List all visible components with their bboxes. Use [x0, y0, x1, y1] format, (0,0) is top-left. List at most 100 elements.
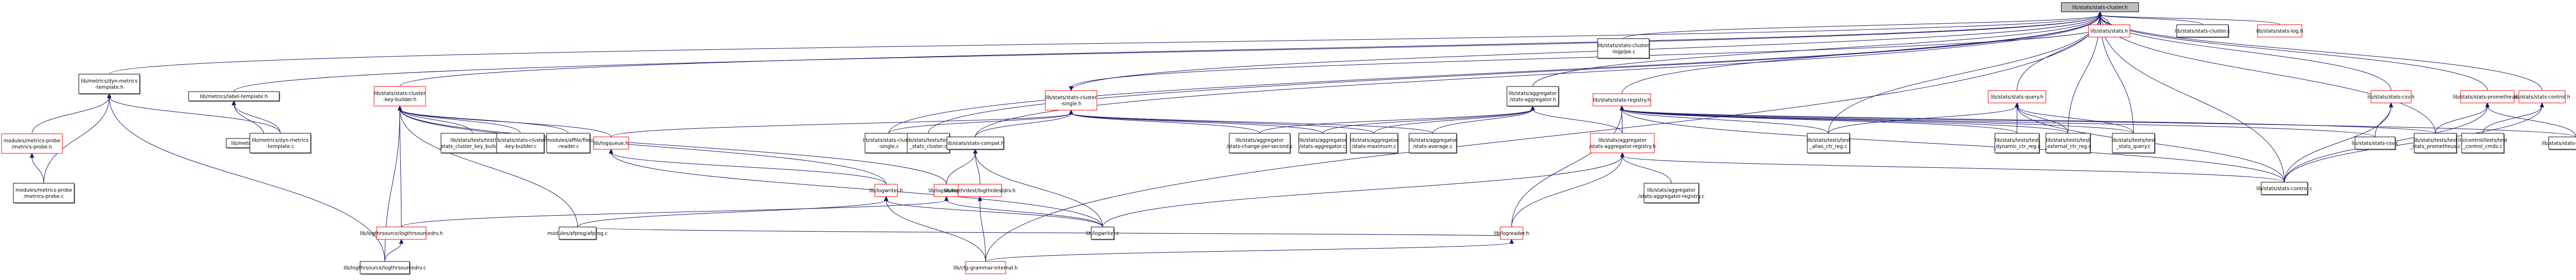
- graph-node-stats-compat-h[interactable]: lib/stats/stats-compat.h: [946, 136, 1005, 150]
- graph-node-stats-csv-h[interactable]: lib/stats/stats-csv.h: [2367, 90, 2415, 103]
- arrowhead-icon: [397, 105, 402, 111]
- graph-node-change-per-second-c[interactable]: lib/stats/aggregator/stats-change-per-se…: [1227, 133, 1293, 154]
- graph-node-test-prom-c[interactable]: lib/stats/tests/test_stats_prometheus.c: [2410, 133, 2461, 154]
- graph-node-logwriter-h[interactable]: lib/logwriter.h: [870, 184, 903, 197]
- node-box: [558, 226, 597, 240]
- arrowhead-icon: [29, 152, 35, 158]
- dependency-edge: [399, 109, 521, 134]
- graph-node-logthrsourcedrv-c[interactable]: lib/logthrsource/logthrsourcedrv.c: [344, 261, 426, 275]
- graph-node-label-template-h[interactable]: lib/metrics/label-template.h: [188, 91, 280, 102]
- graph-node-test-control-cmds-c[interactable]: lib/control/tests/test_control_cmds.c: [2458, 133, 2507, 154]
- dependency-edge: [979, 199, 986, 262]
- graph-node-metrics-probe-h[interactable]: modules/metrics-probe/metrics-probe.h: [1, 133, 63, 154]
- graph-node-registry-h[interactable]: lib/stats/stats-registry.h: [1592, 93, 1651, 107]
- node-box: [78, 74, 140, 94]
- graph-node-cfg-grammar-h[interactable]: lib/cfg-grammar-internal.h: [954, 261, 1018, 274]
- graph-node-test-external-c[interactable]: lib/stats/tests/test_external_ctr_reg.c: [2044, 133, 2091, 154]
- graph-node-dyn-metrics-c[interactable]: lib/metrics/dyn-metrics-template.c: [249, 133, 312, 154]
- node-box: [13, 183, 75, 203]
- node-label: lib/stats/stats-cluster: [1598, 43, 1649, 49]
- graph-node-key-builder-h[interactable]: lib/stats/stats-cluster-key-builder.h: [374, 86, 426, 107]
- dependency-edge: [2482, 106, 2543, 134]
- graph-node-root[interactable]: lib/stats/stats-cluster.h: [2061, 2, 2139, 12]
- dependency-edge: [1259, 109, 1533, 134]
- graph-node-logreader-h[interactable]: lib/logreader.h: [1494, 226, 1529, 240]
- graph-node-key-builder-c[interactable]: lib/stats/stats-cluster-key-builder.c: [495, 133, 546, 154]
- node-label: lib/stats/tests/test: [1806, 138, 1851, 144]
- dependency-edge: [1071, 113, 1375, 134]
- graph-node-agg-registry-c[interactable]: lib/stats/aggregator/stats-aggregator-re…: [1638, 183, 1705, 204]
- dependency-edge: [1511, 155, 1623, 227]
- node-box: [374, 86, 426, 107]
- node-label: _alias_ctr_reg.c: [1809, 144, 1848, 150]
- dependency-edge: [399, 109, 473, 134]
- graph-node-stats-log-h[interactable]: lib/stats/stats-log.h: [2256, 24, 2303, 38]
- graph-node-aggregator-h[interactable]: lib/stats/aggregator/stats-aggregator.h: [1506, 86, 1560, 107]
- graph-node-stats-control-c[interactable]: lib/stats/stats-control.c: [2257, 182, 2313, 196]
- graph-node-logwriter-c[interactable]: lib/logwriter.c: [1086, 226, 1119, 240]
- node-label: lib/stats/stats-cluster: [1045, 95, 1097, 101]
- graph-node-file-reader-c[interactable]: modules/affile/file-reader.c: [546, 133, 591, 154]
- node-label: lib/metrics/label-template.h: [200, 94, 268, 100]
- node-label: lib/metrics/dyn-metrics: [252, 138, 309, 144]
- graph-node-dyn-metrics-h[interactable]: lib/metrics/dyn-metrics-template.h: [78, 74, 141, 95]
- graph-node-test-key-builder-c[interactable]: lib/stats/tests/test_stats_cluster_key_b…: [438, 133, 506, 154]
- graph-node-test-dynamic-c[interactable]: lib/stats/tests/test_dynamic_ctr_reg.c: [1993, 133, 2041, 154]
- node-label: -key-builder.c: [504, 144, 537, 150]
- graph-node-logthrdestdrv-h[interactable]: lib/logthrdest/logthrdestdrv.h: [944, 184, 1016, 197]
- node-box: [376, 226, 427, 240]
- node-box: [865, 133, 913, 153]
- graph-node-stats-h[interactable]: lib/stats/stats.h: [2088, 24, 2130, 38]
- node-box: [2176, 24, 2229, 38]
- node-box: [946, 136, 1004, 150]
- dependency-edge: [1828, 106, 2018, 134]
- dependency-edge: [2099, 14, 2285, 183]
- graph-node-stats-query-h[interactable]: lib/stats/stats-query.h: [1988, 90, 2046, 103]
- graph-node-stats-prom-c[interactable]: lib/stats/stats-prometheus.c: [2542, 136, 2576, 150]
- node-label: _stats_prometheus.c: [2410, 144, 2461, 150]
- graph-node-average-c[interactable]: lib/stats/aggregator/stats-average.c: [1409, 133, 1458, 154]
- graph-node-logqueue-h[interactable]: lib/logqueue.h: [593, 136, 629, 150]
- node-box: [440, 133, 504, 153]
- arrowhead-icon: [2485, 102, 2490, 108]
- graph-node-logthrsourcedrv-h[interactable]: lib/logthrsource/logthrsourcedrv.h: [360, 226, 443, 240]
- graph-node-test-stats-cluster-c[interactable]: lib/stats/tests/test_stats_cluster.c: [906, 133, 951, 154]
- graph-node-stats-cluster-c[interactable]: lib/stats/stats-cluster.c: [2175, 24, 2230, 38]
- arrowhead-icon: [2388, 102, 2394, 108]
- node-box: [1409, 133, 1457, 153]
- node-label: lib/stats/stats.h: [2090, 29, 2128, 34]
- graph-node-test-stats-query-c[interactable]: lib/stats/tests/test_stats_query.c: [2111, 133, 2156, 154]
- graph-node-maximum-c[interactable]: lib/stats/aggregator/stats-maximum.c: [1350, 133, 1399, 154]
- dependency-edge: [1511, 109, 1622, 227]
- graph-node-afprog-c[interactable]: modules/afprog/afprog.c: [548, 226, 608, 240]
- node-label: lib/stats/aggregator: [1647, 188, 1696, 194]
- node-label: /metrics-probe.h: [12, 145, 53, 150]
- node-label: lib/control/tests/test: [2458, 138, 2507, 144]
- graph-node-cluster-single-h[interactable]: lib/stats/stats-cluster-single.h: [1045, 90, 1097, 111]
- dependency-edge: [2099, 14, 2203, 25]
- graph-node-metrics-probe-c[interactable]: modules/metrics-probe/metrics-probe.c: [13, 183, 75, 204]
- graph-node-test-alias-c[interactable]: lib/stats/tests/test_alias_ctr_reg.c: [1806, 133, 1851, 154]
- arrowhead-icon: [1620, 152, 1625, 157]
- node-label: modules/afprog/afprog.c: [548, 231, 608, 237]
- node-box: [2257, 24, 2302, 38]
- graph-node-stats-prom-h[interactable]: lib/stats/stats-prometheus.h: [2453, 90, 2522, 103]
- node-label: lib/logqueue.h: [594, 141, 629, 147]
- arrowhead-icon: [944, 196, 949, 201]
- graph-node-aggregator-c[interactable]: lib/stats/aggregator/stats-aggregator.c: [1298, 133, 1347, 154]
- graph-node-stats-csv-c[interactable]: lib/stats/stats-csv.c: [2352, 136, 2399, 150]
- dependency-edge: [1621, 109, 1829, 134]
- graph-node-stats-control-h[interactable]: lib/stats/stats-control.h: [2514, 90, 2570, 103]
- graph-node-logsource-h[interactable]: lib/logsource.h: [928, 184, 964, 197]
- node-label: lib/logsource.h: [928, 188, 964, 194]
- graph-node-agg-registry-h[interactable]: lib/stats/aggregator/stats-aggregator-re…: [1589, 133, 1656, 153]
- dependency-edge: [2016, 106, 2069, 134]
- dependency-edge: [399, 109, 612, 137]
- node-box: [907, 133, 950, 153]
- dependency-edge: [2016, 106, 2134, 134]
- node-label: /stats-aggregator-registry.h: [1589, 144, 1655, 150]
- graph-node-cluster-single-c[interactable]: lib/stats/stats-cluster-single.c: [863, 133, 914, 154]
- node-box: [2461, 133, 2504, 153]
- node-label: lib/stats/stats-query.h: [1991, 95, 2044, 100]
- graph-node-cluster-logpipe-c[interactable]: lib/stats/stats-cluster-logpipe.c: [1597, 38, 1650, 59]
